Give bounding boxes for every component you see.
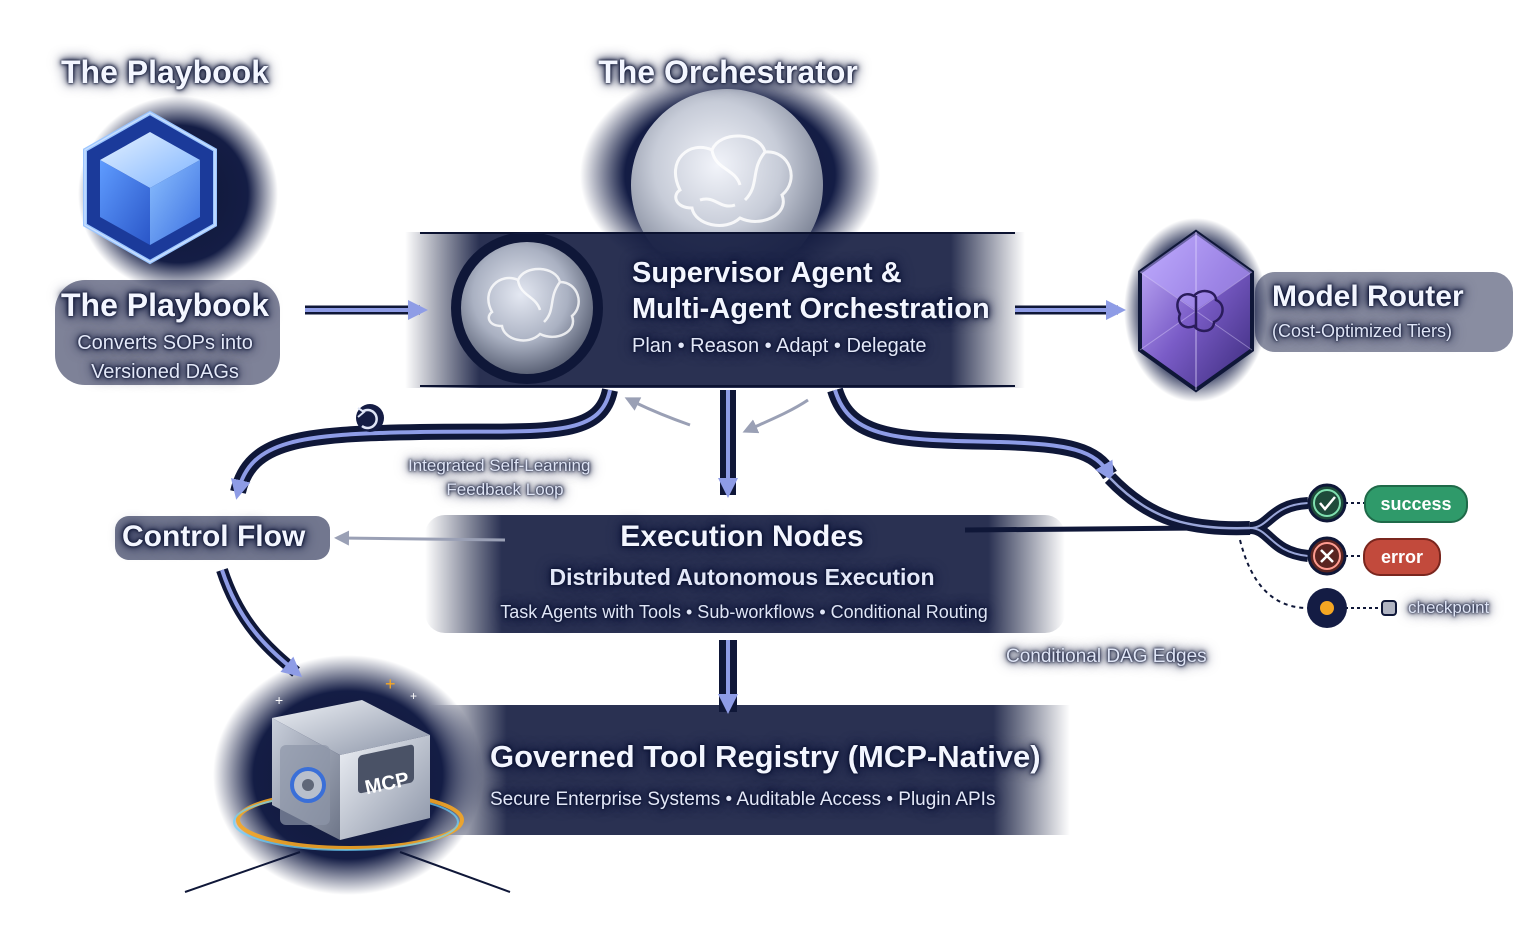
playbook-header: The Playbook	[60, 54, 270, 90]
arrow-feedback-loop	[624, 397, 809, 434]
router-subtitle: (Cost-Optimized Tiers)	[1272, 321, 1453, 341]
arrow-execution-to-control-flow	[334, 530, 506, 546]
success-check-icon	[1307, 483, 1347, 523]
supervisor-title-line1: Supervisor Agent &	[632, 257, 902, 289]
feedback-line2: Feedback Loop	[446, 480, 564, 499]
playbook-title: The Playbook	[60, 287, 270, 323]
supervisor-brain-icon	[451, 232, 603, 384]
execution-detail: Task Agents with Tools • Sub-workflows •…	[500, 602, 988, 622]
error-pill: error	[1363, 538, 1441, 576]
registry-title: Governed Tool Registry (MCP-Native)	[490, 739, 1041, 774]
arrow-orchestrator-to-control-flow	[230, 387, 618, 500]
control-flow-title: Control Flow	[122, 520, 306, 553]
supervisor-title-line2: Multi-Agent Orchestration	[632, 293, 990, 325]
arrow-control-flow-to-registry	[216, 568, 303, 678]
router-crystal-icon	[1138, 229, 1254, 393]
sparkle-icon: +	[275, 692, 283, 708]
registry-safe-icon: MCP + + +	[233, 674, 464, 851]
execution-subtitle: Distributed Autonomous Execution	[549, 564, 935, 590]
sparkle-icon: +	[385, 674, 396, 694]
execution-band	[425, 515, 1065, 633]
supervisor-tagline: Plan • Reason • Adapt • Delegate	[632, 335, 927, 357]
conditional-branch-lines	[964, 473, 1378, 609]
sparkle-icon: +	[410, 689, 417, 703]
execution-title: Execution Nodes	[620, 520, 864, 553]
feedback-line1: Integrated Self-Learning	[408, 456, 591, 475]
checkpoint-label: checkpoint	[1408, 598, 1490, 617]
checkpoint-dot-icon	[1307, 588, 1397, 628]
playbook-desc-line1: Converts SOPs into	[77, 332, 253, 354]
conditional-edges-label: Conditional DAG Edges	[1006, 646, 1207, 667]
registry-detail: Secure Enterprise Systems • Auditable Ac…	[490, 789, 996, 810]
router-title: Model Router	[1272, 280, 1464, 313]
refresh-loop-icon	[356, 404, 384, 432]
playbook-cube-icon	[83, 110, 217, 265]
control-flow-band	[115, 516, 330, 560]
error-cross-icon	[1307, 536, 1347, 576]
playbook-desc-line2: Versioned DAGs	[91, 361, 239, 383]
success-pill: success	[1364, 485, 1468, 523]
arrow-orchestrator-to-outcomes	[827, 387, 1117, 482]
orchestrator-header: The Orchestrator	[598, 54, 858, 90]
registry-band	[430, 705, 1070, 835]
